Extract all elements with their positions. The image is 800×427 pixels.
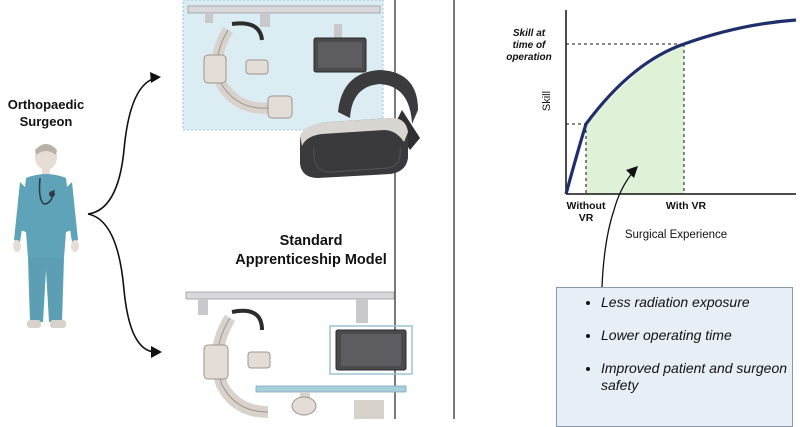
- pointer-to-area: [601, 171, 634, 288]
- arrow-to-vr: [87, 77, 157, 215]
- model-label-line2: Apprenticeship Model: [235, 252, 387, 268]
- arrowhead-vr: [150, 72, 161, 83]
- without-vr-label: Without VR: [556, 200, 616, 224]
- learning-curve-chart: [564, 10, 797, 195]
- standard-operating-room: [185, 291, 413, 419]
- benefits-list: Less radiation exposure Lower operating …: [557, 288, 792, 394]
- benefits-box: Less radiation exposure Lower operating …: [556, 287, 793, 427]
- model-label-line1: Standard: [279, 233, 343, 249]
- benefit-item: Lower operating time: [601, 327, 792, 344]
- arrowhead-apprenticeship: [151, 346, 162, 358]
- without-vr-line2: VR: [578, 212, 594, 224]
- arrow-to-apprenticeship: [87, 213, 157, 353]
- benefit-item: Improved patient and surgeon safety: [601, 360, 792, 394]
- pointer-arrowhead: [626, 166, 638, 178]
- vr-operating-room: [182, 0, 384, 131]
- without-vr-line1: Without: [566, 200, 606, 212]
- skill-op-line1: Skill at: [512, 28, 546, 39]
- benefit-item: Less radiation exposure: [601, 294, 792, 311]
- y-axis-label: Skill: [541, 90, 553, 112]
- vr-headset-icon: [300, 70, 420, 178]
- surgeon-label-line1: Orthopaedic: [7, 97, 85, 112]
- learning-curve: [564, 18, 797, 195]
- skill-at-operation-label: Skill at time of operation: [496, 28, 562, 64]
- vr-benefit-area: [586, 44, 684, 194]
- surgeon-label-line2: Surgeon: [19, 114, 73, 129]
- x-axis-label: Surgical Experience: [624, 229, 728, 241]
- surgeon-figure: [13, 144, 79, 328]
- apprenticeship-model-label: Standard Apprenticeship Model: [222, 232, 400, 270]
- with-vr-label: With VR: [665, 200, 707, 212]
- surgeon-label: Orthopaedic Surgeon: [0, 96, 92, 130]
- skill-op-line2: time of: [512, 40, 546, 51]
- skill-op-line3: operation: [506, 52, 552, 63]
